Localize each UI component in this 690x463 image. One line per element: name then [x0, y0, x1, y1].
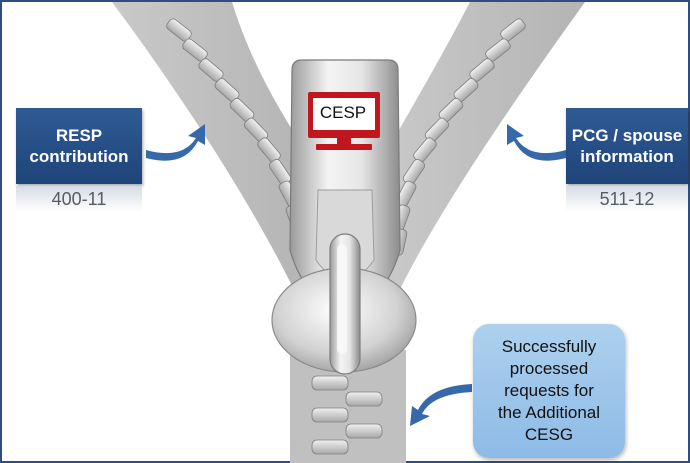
- right-record-code: 511-12: [566, 186, 688, 212]
- curved-arrow-icon: [146, 124, 566, 426]
- left-zipper-tape: [112, 2, 312, 330]
- monitor-icon: [308, 92, 380, 150]
- left-box-line1: RESP: [55, 126, 103, 145]
- right-box-line1: PCG / spouse: [571, 126, 683, 145]
- resp-contribution-box: RESP contribution: [16, 108, 142, 184]
- callout-line: Successfully: [501, 337, 597, 356]
- monitor-screen-label: CESP: [319, 103, 367, 122]
- callout-line: CESG: [524, 425, 574, 444]
- callout-line: requests for: [504, 381, 594, 400]
- success-callout: Successfully processed requests for the …: [473, 324, 625, 458]
- right-zipper-tape: [382, 2, 585, 330]
- callout-line: processed: [509, 359, 589, 378]
- right-teeth: [390, 18, 526, 256]
- closed-teeth: [311, 375, 383, 455]
- left-record-code: 400-11: [16, 186, 142, 212]
- callout-line: the Additional: [497, 403, 601, 422]
- left-box-line2: contribution: [29, 147, 129, 166]
- pcg-spouse-info-box: PCG / spouse information: [566, 108, 688, 184]
- right-box-line2: information: [580, 147, 674, 166]
